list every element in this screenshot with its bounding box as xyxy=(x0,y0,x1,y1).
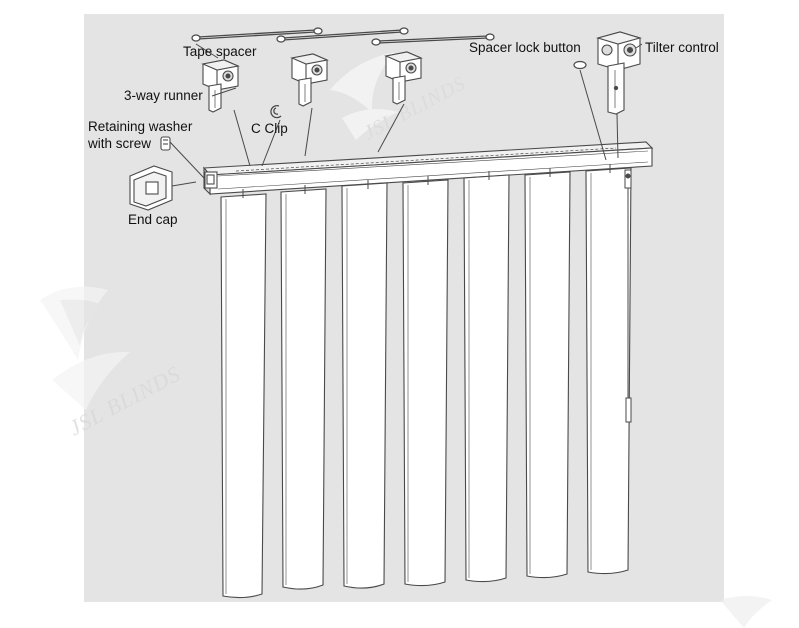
vanes xyxy=(220,164,632,599)
vane-5 xyxy=(463,171,510,583)
runner-2 xyxy=(290,53,329,107)
leader-lines xyxy=(169,43,643,179)
label-spacer-lock-button: Spacer lock button xyxy=(469,40,581,55)
end-cap xyxy=(129,165,197,211)
tape-spacer-1 xyxy=(191,27,323,42)
vane-3 xyxy=(341,180,388,589)
label-end-cap: End cap xyxy=(128,212,178,227)
label-retaining-washer: Retaining washer xyxy=(88,119,193,134)
runner-3 xyxy=(384,51,423,105)
c-clip xyxy=(270,104,282,119)
headrail xyxy=(202,141,654,196)
spacer-lock-button xyxy=(573,60,587,70)
watermark-logo-bottom xyxy=(720,596,772,628)
label-with-screw: with screw xyxy=(87,136,151,151)
tape-spacer-3 xyxy=(371,33,495,46)
retaining-washer-screw xyxy=(160,136,171,151)
label-tape-spacer: Tape spacer xyxy=(183,44,257,59)
vane-7 xyxy=(585,164,632,575)
tilt-wand xyxy=(624,169,632,423)
vane-4 xyxy=(402,176,449,587)
tape-spacers xyxy=(191,27,495,46)
spacer-tape xyxy=(235,147,617,172)
runner-1 xyxy=(201,59,240,113)
label-3-way-runner: 3-way runner xyxy=(124,88,203,103)
vane-2 xyxy=(280,185,327,590)
tape-spacer-2 xyxy=(276,27,409,43)
vane-6 xyxy=(524,168,571,579)
tilter-control xyxy=(596,31,642,115)
vane-1 xyxy=(220,189,267,599)
label-tilter-control: Tilter control xyxy=(645,40,719,55)
label-c-clip: C Clip xyxy=(251,121,288,136)
